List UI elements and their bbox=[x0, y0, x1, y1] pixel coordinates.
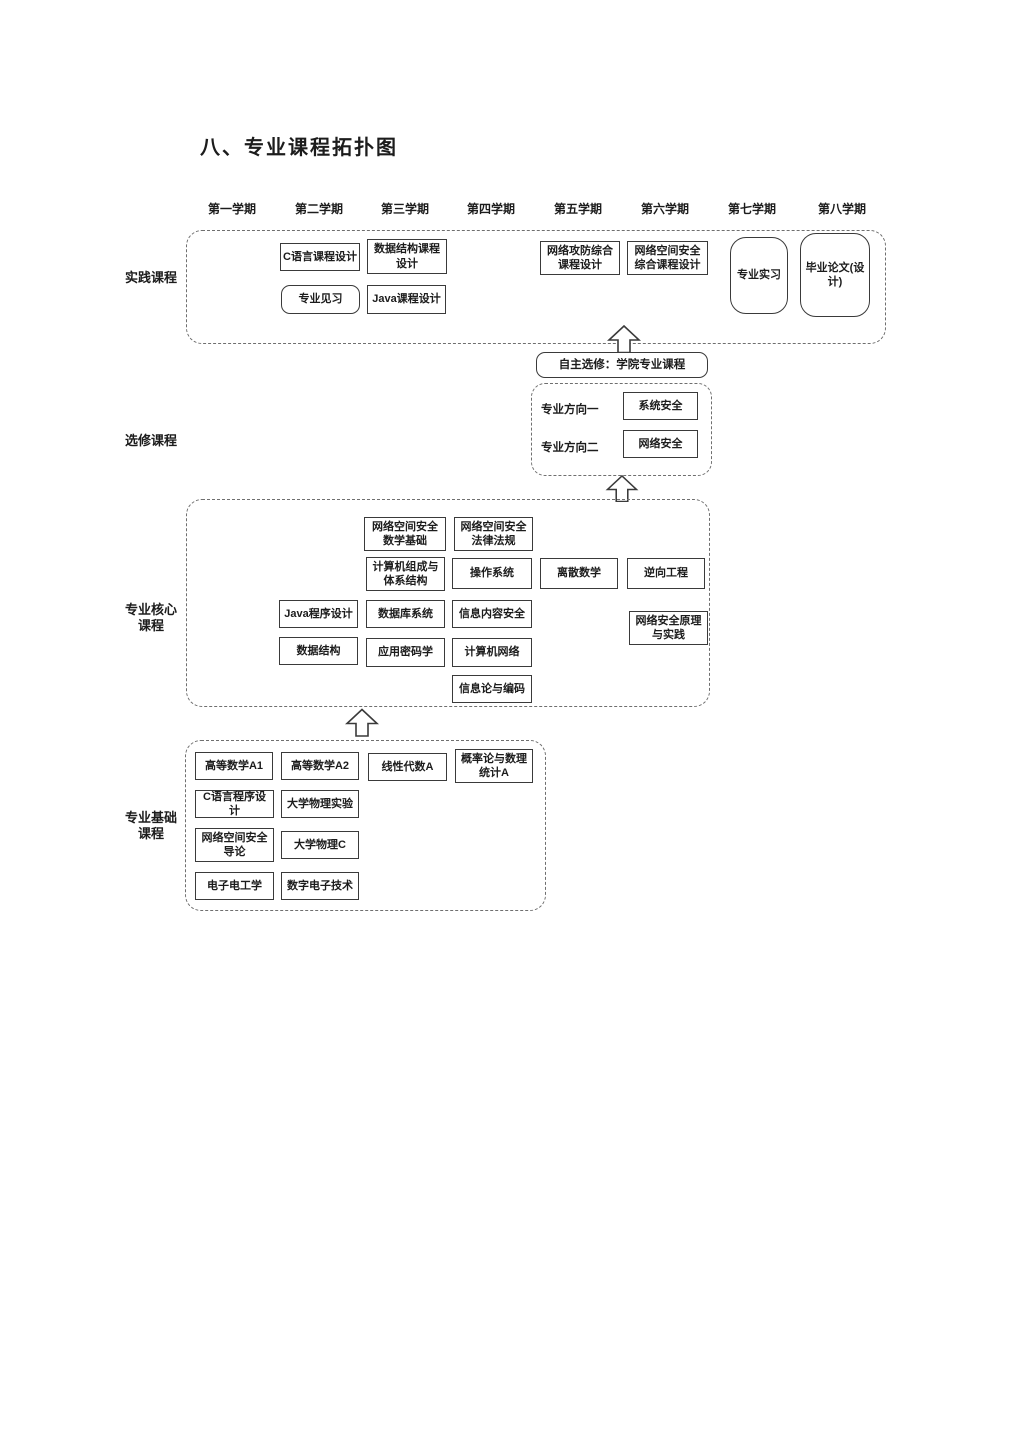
core-section-label-line2: 课程 bbox=[137, 618, 164, 634]
direction-2-label: 专业方向二 bbox=[541, 442, 599, 454]
course-java-course-design: Java课程设计 bbox=[367, 285, 446, 314]
course-cybersecurity-law: 网络空间安全法律法规 bbox=[454, 517, 533, 551]
practice-section-label: 实践课程 bbox=[124, 270, 177, 285]
course-network-security-principles: 网络安全原理与实践 bbox=[629, 611, 708, 645]
semester-header-8: 第八学期 bbox=[817, 202, 866, 216]
semester-header-3: 第三学期 bbox=[380, 202, 429, 216]
course-digital-electronics: 数字电子技术 bbox=[281, 872, 359, 900]
course-linear-algebra: 线性代数A bbox=[368, 753, 447, 781]
course-database-system: 数据库系统 bbox=[366, 600, 445, 628]
semester-header-5: 第五学期 bbox=[553, 202, 602, 216]
course-electronics-engineering: 电子电工学 bbox=[195, 872, 274, 900]
page-title: 八、专业课程拓扑图 bbox=[200, 137, 398, 159]
semester-header-4: 第四学期 bbox=[466, 202, 515, 216]
course-probability-statistics: 概率论与数理统计A bbox=[455, 749, 533, 783]
course-data-structure-course-design: 数据结构课程设计 bbox=[367, 239, 447, 274]
course-computer-network: 计算机网络 bbox=[452, 638, 532, 667]
course-professional-internship: 专业实习 bbox=[730, 237, 788, 314]
course-physics-experiment: 大学物理实验 bbox=[281, 790, 359, 818]
free-elective-box: 自主选修：学院专业课程 bbox=[536, 352, 708, 378]
up-arrow-icon bbox=[605, 475, 639, 502]
course-computer-architecture: 计算机组成与体系结构 bbox=[366, 557, 445, 591]
course-data-structure: 数据结构 bbox=[279, 637, 358, 665]
practice-section-border bbox=[186, 230, 886, 344]
course-advanced-math-a2: 高等数学A2 bbox=[281, 752, 359, 780]
course-cyberspace-security-intro: 网络空间安全导论 bbox=[195, 828, 274, 862]
up-arrow-icon bbox=[607, 325, 641, 353]
course-advanced-math-a1: 高等数学A1 bbox=[195, 752, 273, 780]
basic-section-label-line1: 专业基础 bbox=[124, 810, 177, 825]
semester-header-1: 第一学期 bbox=[207, 202, 256, 216]
basic-section-label: 专业基础 课程 bbox=[110, 810, 192, 843]
course-graduation-thesis: 毕业论文(设计) bbox=[800, 233, 870, 317]
course-cyberspace-comprehensive-design: 网络空间安全综合课程设计 bbox=[627, 241, 708, 275]
course-system-security: 系统安全 bbox=[623, 392, 698, 420]
course-information-theory-coding: 信息论与编码 bbox=[452, 675, 532, 703]
core-section-border bbox=[186, 499, 710, 707]
course-network-security: 网络安全 bbox=[623, 430, 698, 458]
semester-header-6: 第六学期 bbox=[640, 202, 689, 216]
course-c-language-course-design: C语言课程设计 bbox=[280, 243, 360, 271]
course-discrete-math: 离散数学 bbox=[540, 558, 618, 589]
up-arrow-icon bbox=[345, 708, 379, 737]
course-physics-c: 大学物理C bbox=[281, 831, 359, 859]
course-cybersecurity-math-foundation: 网络空间安全数学基础 bbox=[364, 517, 446, 551]
elective-section-label: 选修课程 bbox=[124, 433, 177, 448]
direction-1-label: 专业方向一 bbox=[541, 404, 599, 416]
basic-section-label-line2: 课程 bbox=[137, 826, 164, 842]
course-applied-cryptography: 应用密码学 bbox=[366, 638, 445, 667]
course-c-language-programming: C语言程序设计 bbox=[195, 790, 274, 818]
core-section-label-line1: 专业核心 bbox=[124, 602, 177, 617]
course-network-attack-defense-design: 网络攻防综合课程设计 bbox=[540, 241, 620, 275]
basic-section-border bbox=[185, 740, 546, 911]
course-operating-system: 操作系统 bbox=[452, 558, 532, 589]
course-java-programming: Java程序设计 bbox=[279, 600, 358, 628]
semester-header-7: 第七学期 bbox=[727, 202, 776, 216]
course-professional-observation: 专业见习 bbox=[281, 285, 360, 314]
core-section-label: 专业核心 课程 bbox=[110, 602, 192, 635]
semester-header-2: 第二学期 bbox=[294, 202, 343, 216]
course-information-content-security: 信息内容安全 bbox=[452, 600, 532, 628]
course-reverse-engineering: 逆向工程 bbox=[627, 558, 705, 589]
